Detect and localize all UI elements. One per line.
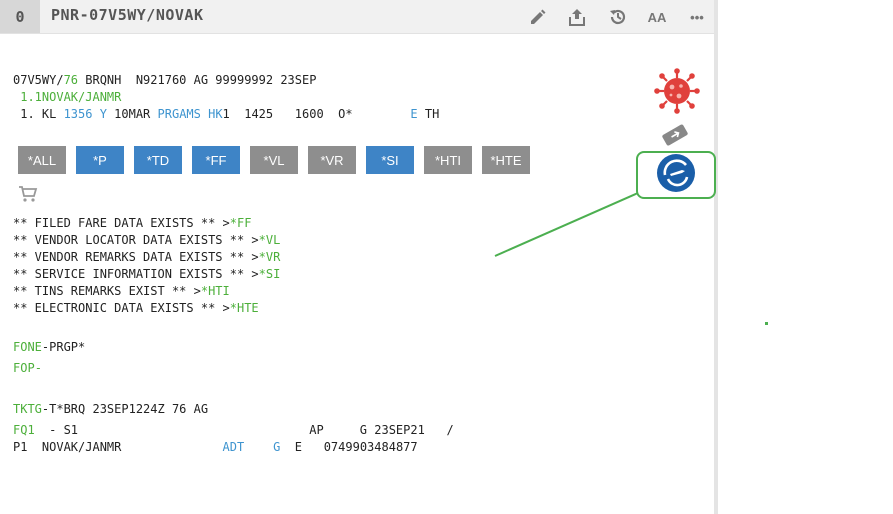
pnr-header-bar: 0 PNR-07V5WY/NOVAK AA •••	[0, 0, 714, 34]
cmd-td-button[interactable]: *TD	[134, 146, 182, 174]
fone-line[interactable]: FONE-PRGP*	[13, 340, 86, 354]
covid-virus-icon[interactable]	[654, 68, 700, 118]
fop-line[interactable]: FOP-	[13, 361, 42, 375]
passenger-line[interactable]: 1.1NOVAK/JANMR	[13, 90, 122, 104]
ticket-icon[interactable]	[660, 122, 690, 152]
cmd-p-button[interactable]: *P	[76, 146, 124, 174]
annotation-dot	[765, 322, 768, 325]
cart-icon[interactable]	[18, 185, 38, 207]
share-icon[interactable]	[566, 6, 588, 28]
cmd-hte-button[interactable]: *HTE	[482, 146, 530, 174]
segment-line[interactable]: 1. KL 1356 Y 10MAR PRGAMS HK1 1425 1600 …	[13, 107, 440, 121]
page-title: PNR-07V5WY/NOVAK	[51, 6, 204, 24]
history-icon[interactable]	[607, 6, 629, 28]
travel-app-icon[interactable]	[656, 153, 696, 197]
cmd-all-button[interactable]: *ALL	[18, 146, 66, 174]
command-button-row: *ALL *P *TD *FF *VL *VR *SI *HTI *HTE	[18, 146, 540, 174]
notice-line[interactable]: ** VENDOR REMARKS DATA EXISTS ** >*VR	[13, 250, 281, 264]
cmd-si-button[interactable]: *SI	[366, 146, 414, 174]
edit-icon[interactable]	[527, 6, 549, 28]
pnr-panel: 0 PNR-07V5WY/NOVAK AA ••• 07V5WY/76 BRQN…	[0, 0, 718, 514]
notice-line[interactable]: ** ELECTRONIC DATA EXISTS ** >*HTE	[13, 301, 259, 315]
font-size-icon[interactable]: AA	[647, 9, 667, 25]
notice-line[interactable]: ** FILED FARE DATA EXISTS ** >*FF	[13, 216, 252, 230]
notice-line[interactable]: ** SERVICE INFORMATION EXISTS ** >*SI	[13, 267, 281, 281]
more-icon[interactable]: •••	[690, 9, 704, 25]
notice-line[interactable]: ** VENDOR LOCATOR DATA EXISTS ** >*VL	[13, 233, 281, 247]
fq-line[interactable]: FQ1 - S1 AP G 23SEP21 /	[13, 423, 454, 437]
cmd-vr-button[interactable]: *VR	[308, 146, 356, 174]
record-locator-line: 07V5WY/76 BRQNH N921760 AG 99999992 23SE…	[13, 73, 317, 87]
tktg-line[interactable]: TKTG-T*BRQ 23SEP1224Z 76 AG	[13, 402, 209, 416]
app-highlight-box	[636, 151, 716, 199]
notice-line[interactable]: ** TINS REMARKS EXIST ** >*HTI	[13, 284, 230, 298]
tab-number[interactable]: 0	[0, 0, 40, 33]
cmd-vl-button[interactable]: *VL	[250, 146, 298, 174]
cmd-hti-button[interactable]: *HTI	[424, 146, 472, 174]
passenger-ticket-line[interactable]: P1 NOVAK/JANMR ADT G E 0749903484877	[13, 440, 418, 454]
cmd-ff-button[interactable]: *FF	[192, 146, 240, 174]
